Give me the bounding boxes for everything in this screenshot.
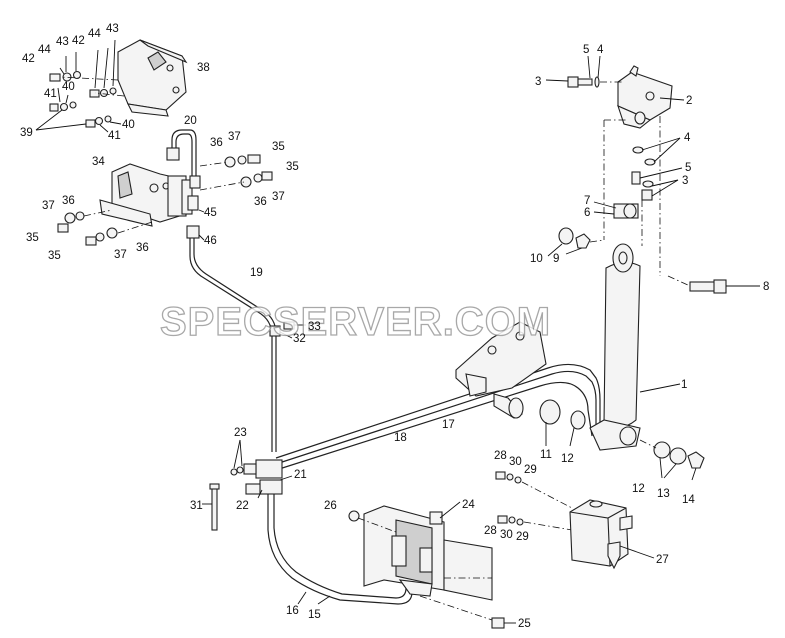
callout-12: 12	[561, 453, 574, 465]
callout-41: 41	[108, 130, 121, 142]
callout-27: 27	[656, 554, 669, 566]
callout-4: 4	[684, 132, 691, 144]
callout-8: 8	[763, 281, 769, 293]
hand-pump-24	[363, 501, 493, 601]
callout-42: 42	[22, 53, 35, 65]
callout-17: 17	[442, 419, 455, 431]
callout-44: 44	[88, 28, 101, 40]
callout-29: 29	[516, 531, 529, 543]
bolt-3-top	[545, 55, 624, 88]
bolt-8	[667, 275, 760, 294]
nuts-25-26	[348, 510, 516, 629]
callout-38: 38	[197, 62, 210, 74]
callout-41: 41	[44, 88, 57, 100]
callout-13: 13	[657, 488, 670, 500]
callout-35: 35	[48, 250, 61, 262]
callout-44: 44	[38, 44, 51, 56]
callout-15: 15	[308, 609, 321, 621]
callout-36: 36	[62, 195, 75, 207]
callout-46: 46	[204, 235, 217, 247]
hoses-15-16	[267, 494, 413, 605]
fasteners-35-37-lower	[57, 209, 153, 246]
callout-14: 14	[682, 494, 695, 506]
callout-30: 30	[500, 529, 513, 541]
fasteners-28-30	[495, 471, 573, 531]
lift-cylinder-1	[589, 243, 681, 451]
fitting-32-33	[269, 321, 306, 339]
fasteners-3-5-right	[631, 137, 683, 201]
callout-4: 4	[597, 44, 604, 56]
callout-35: 35	[26, 232, 39, 244]
callout-37: 37	[42, 200, 55, 212]
callout-20: 20	[184, 115, 197, 127]
callout-33: 33	[308, 321, 321, 333]
callout-45: 45	[204, 207, 217, 219]
valve-bracket-34	[99, 163, 193, 227]
bushings-11-12	[539, 399, 586, 447]
callout-30: 30	[509, 456, 522, 468]
fastener-leaders-39-44	[35, 39, 125, 133]
callout-28: 28	[494, 450, 507, 462]
callout-9: 9	[553, 253, 559, 265]
callout-11: 11	[540, 449, 552, 461]
clevis-bracket-2	[617, 65, 685, 129]
tee-fittings-21-23	[230, 439, 293, 499]
callout-18: 18	[394, 432, 407, 444]
callout-29: 29	[524, 464, 537, 476]
pin-6-7	[593, 201, 639, 219]
pin-31	[202, 483, 220, 531]
oil-reservoir-27	[569, 499, 655, 570]
bracket-38	[117, 39, 188, 117]
watermark-text: SPECSERVER.COM	[160, 300, 551, 344]
callout-37: 37	[228, 131, 241, 143]
callout-23: 23	[234, 427, 247, 439]
callout-37: 37	[114, 249, 127, 261]
callout-40: 40	[122, 119, 135, 131]
callout-36: 36	[254, 196, 267, 208]
callout-37: 37	[272, 191, 285, 203]
callout-36: 36	[136, 242, 149, 254]
callout-12: 12	[632, 483, 645, 495]
callout-3: 3	[535, 76, 541, 88]
callout-43: 43	[56, 36, 69, 48]
callout-40: 40	[62, 81, 75, 93]
callout-24: 24	[462, 499, 475, 511]
callout-3: 3	[682, 175, 688, 187]
callout-43: 43	[106, 23, 119, 35]
callout-1: 1	[681, 379, 687, 391]
callout-19: 19	[250, 267, 263, 279]
callout-16: 16	[286, 605, 299, 617]
mounting-plate	[455, 321, 547, 419]
callout-31: 31	[190, 500, 203, 512]
fittings-45-46	[186, 195, 205, 241]
hose-20	[166, 129, 201, 189]
callout-42: 42	[72, 35, 85, 47]
callout-36: 36	[210, 137, 223, 149]
callout-22: 22	[236, 500, 249, 512]
callout-2: 2	[686, 95, 692, 107]
fasteners-35-37-upper	[199, 154, 273, 191]
callout-26: 26	[324, 500, 337, 512]
callout-35: 35	[286, 161, 299, 173]
assembly-centerlines	[589, 116, 661, 276]
callout-28: 28	[484, 525, 497, 537]
callout-10: 10	[530, 253, 543, 265]
callout-34: 34	[92, 156, 105, 168]
nuts-9-10	[547, 227, 591, 257]
callout-32: 32	[293, 333, 306, 345]
callout-6: 6	[584, 207, 590, 219]
callout-39: 39	[20, 127, 33, 139]
callout-7: 7	[584, 195, 590, 207]
washers-12-14	[639, 439, 705, 481]
fasteners-39-44	[49, 70, 117, 128]
callout-5: 5	[685, 162, 691, 174]
hose-19	[189, 238, 277, 452]
callout-labels: 1 2 3 3 4 4 5 5 6 7 8 9 10 11 12 12 13 1…	[20, 23, 769, 630]
hoses-17-18	[275, 363, 601, 471]
callout-5: 5	[583, 44, 589, 56]
callout-25: 25	[518, 618, 531, 630]
callout-21: 21	[294, 469, 307, 481]
callout-35: 35	[272, 141, 285, 153]
